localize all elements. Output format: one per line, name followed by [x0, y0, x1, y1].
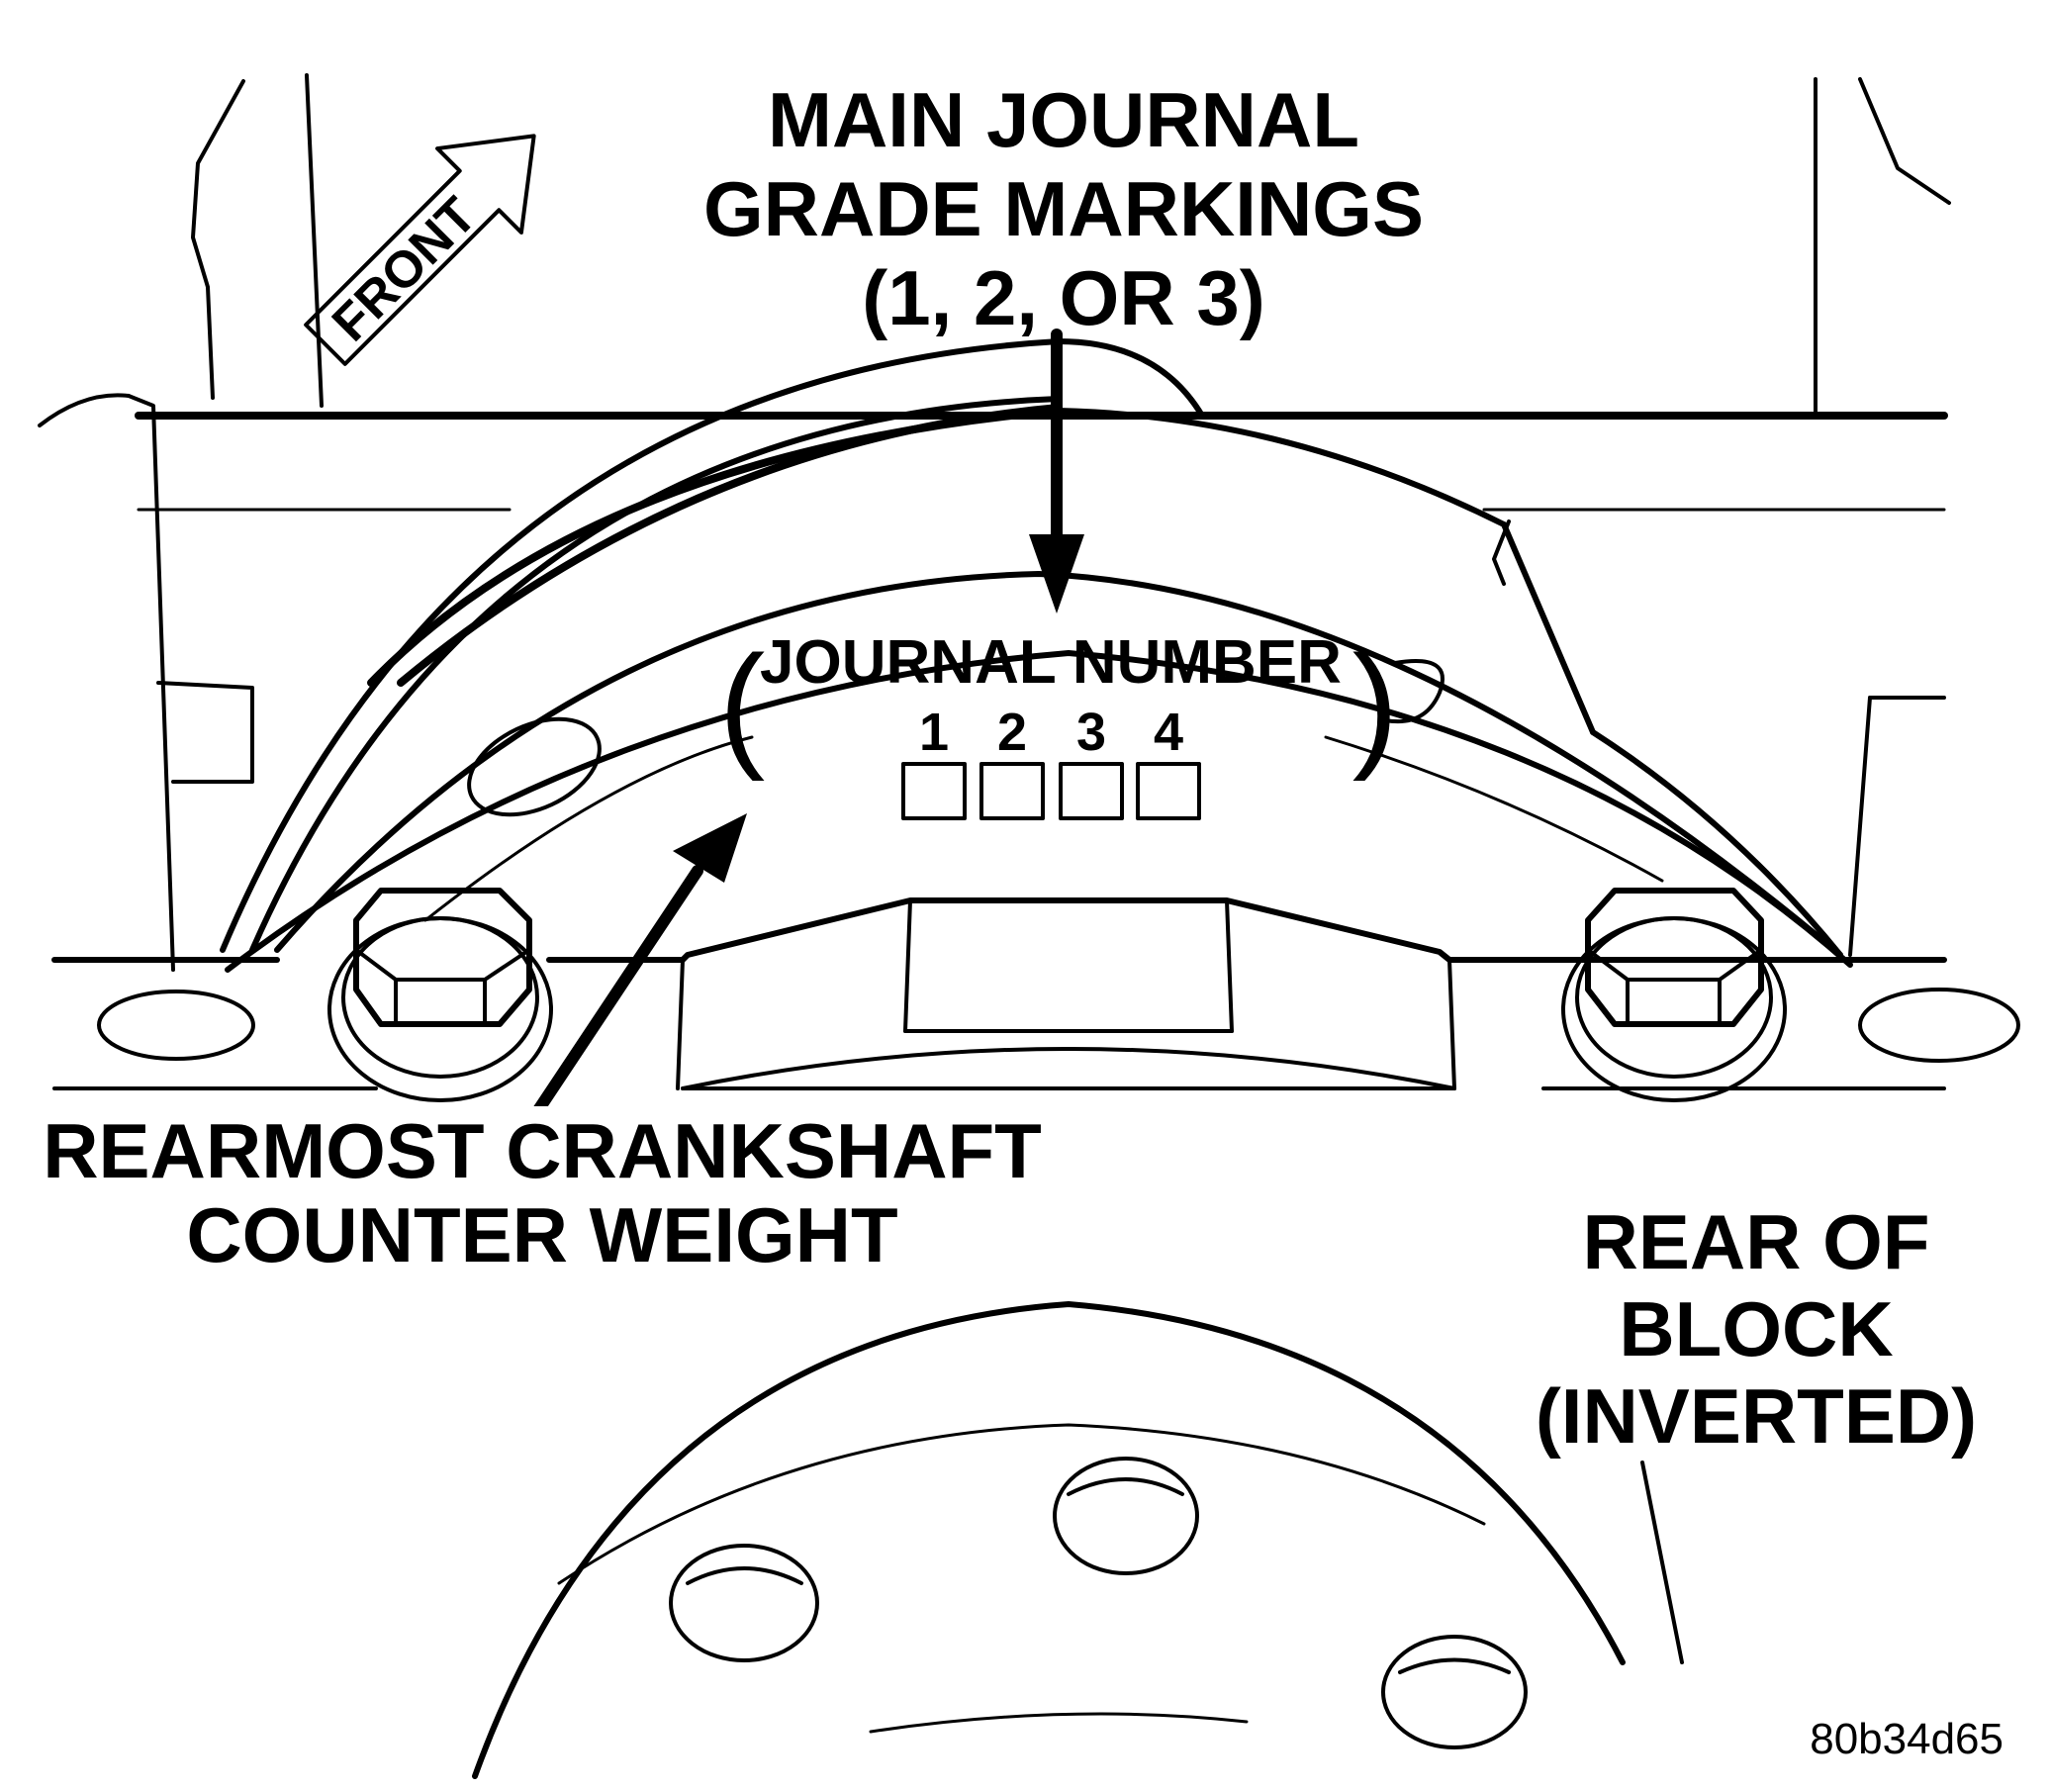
front-label: FRONT [322, 186, 488, 352]
journal-number-callout: ( ) JOURNAL NUMBER 1 2 3 4 [719, 626, 1399, 782]
rear-line1: REAR OF [1583, 1198, 1930, 1285]
journal-box-4 [1136, 762, 1201, 820]
main-journal-line2: GRADE MARKINGS [703, 165, 1424, 252]
journal-digit-4: 4 [1154, 703, 1183, 762]
paren-left: ( [719, 626, 766, 782]
block-hole-right [1858, 988, 2020, 1063]
flange-hole-2 [669, 1544, 819, 1662]
crankshaft-counterweight [51, 897, 1947, 1090]
front-direction-arrow: FRONT [304, 134, 536, 366]
block-hole-left [97, 990, 255, 1061]
journal-number-label: JOURNAL NUMBER [760, 628, 1342, 697]
journal-box-3 [1059, 762, 1124, 820]
bolt-left [327, 888, 553, 1102]
main-journal-line1: MAIN JOURNAL [768, 76, 1359, 163]
rear-line3: (INVERTED) [1536, 1372, 1977, 1460]
cap-hole-left [467, 716, 602, 817]
rear-flange [472, 1301, 1684, 1779]
journal-box-2 [979, 762, 1045, 820]
journal-digit-3: 3 [1076, 703, 1106, 762]
cap-hole-right [1383, 659, 1444, 724]
journal-digit-2: 2 [997, 703, 1027, 762]
journal-grade-boxes [901, 762, 1201, 820]
main-journal-line3: (1, 2, OR 3) [862, 254, 1264, 341]
rearmost-line1: REARMOST CRANKSHAFT [43, 1107, 1042, 1194]
rearmost-counterweight-callout: REARMOST CRANKSHAFT COUNTER WEIGHT [43, 1106, 1064, 1279]
journal-digit-1: 1 [919, 703, 949, 762]
bolt-right [1561, 888, 1787, 1102]
rearmost-line2: COUNTER WEIGHT [186, 1191, 897, 1278]
block-bolt-holes [97, 988, 2020, 1063]
main-bearing-cap [220, 338, 1853, 973]
main-journal-callout: MAIN JOURNAL GRADE MARKINGS (1, 2, OR 3) [703, 76, 1424, 341]
counterweight-arrow [528, 813, 747, 1122]
grade-marking-arrow [1029, 329, 1084, 613]
cap-holes [467, 659, 1444, 817]
rear-of-block-callout: REAR OF BLOCK (INVERTED) [1536, 1198, 1977, 1460]
journal-box-1 [901, 762, 967, 820]
flange-hole-1 [1053, 1457, 1199, 1575]
rear-line2: BLOCK [1619, 1285, 1893, 1372]
figure-code: 80b34d65 [1810, 1715, 2003, 1763]
flange-hole-3 [1381, 1635, 1528, 1749]
paren-right: ) [1352, 626, 1399, 782]
